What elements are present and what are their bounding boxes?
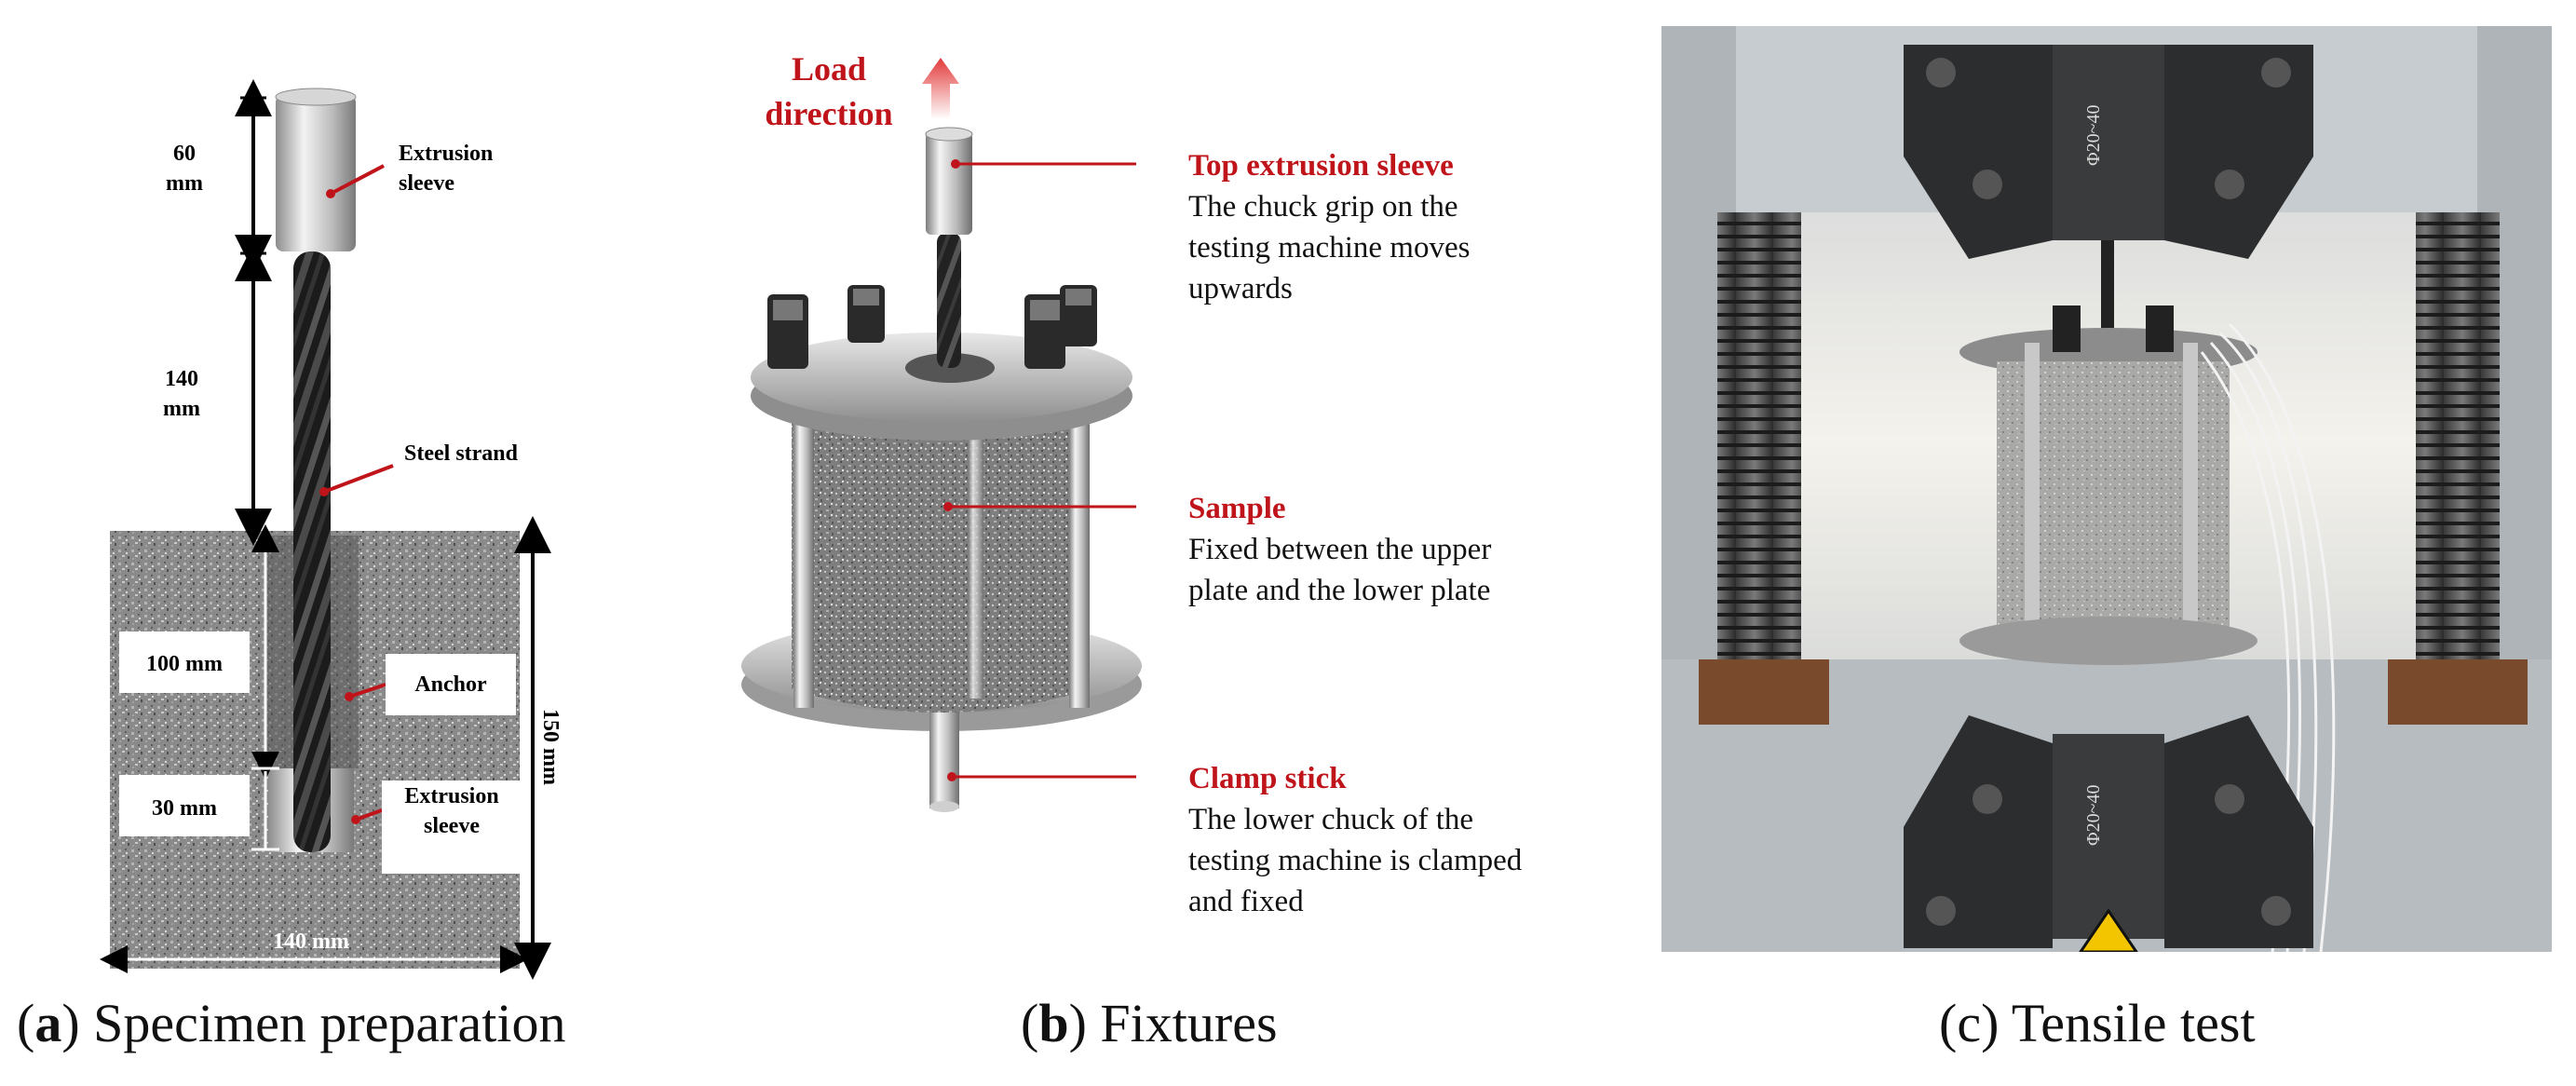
item-line: testing machine is clamped: [1188, 844, 1523, 877]
clamp-stick: [929, 708, 959, 808]
caption-b: (b) Fixtures: [1021, 993, 1278, 1053]
item-line: testing machine moves: [1188, 231, 1470, 265]
tensile-test-photo: Φ20~40 Φ20~40: [1661, 26, 2552, 954]
top-length-unit: mm: [166, 171, 203, 196]
top-sleeve-label-1: Extrusion: [399, 142, 493, 166]
top-extrusion-sleeve: [276, 95, 356, 251]
top-sleeve-label-2: sleeve: [399, 171, 454, 196]
bottom-sleeve-label-2: sleeve: [424, 814, 480, 838]
height-label: 150 mm: [538, 709, 563, 785]
sample-body: [792, 400, 1090, 713]
upper-grip: [1904, 45, 2053, 259]
caption-c: (c) Tensile test: [1939, 993, 2256, 1053]
mid-length-unit: mm: [163, 397, 200, 421]
grip-marking-top: Φ20~40: [2083, 105, 2104, 166]
fixture-strand: [937, 233, 961, 368]
lower-grip: [1904, 715, 2053, 948]
panel-tensile-test: Φ20~40 Φ20~40: [1661, 26, 2552, 954]
load-direction-label-1: Load: [792, 50, 866, 88]
fixture-diagram: Load direction Top extrusion sleeve The …: [741, 50, 1523, 918]
steel-strand-label: Steel strand: [404, 441, 519, 466]
fixture-top-sleeve: [926, 132, 972, 235]
anchor-label: Anchor: [414, 672, 487, 697]
left-lead-screw: [1717, 212, 1801, 697]
item-line: upwards: [1188, 272, 1293, 305]
item-line: Fixed between the upper: [1188, 533, 1491, 566]
item-line: The chuck grip on the: [1188, 190, 1458, 224]
load-direction-arrow: [922, 58, 959, 119]
item-line: The lower chuck of the: [1188, 803, 1473, 836]
width-label: 140 mm: [273, 930, 349, 954]
top-length-value: 60: [173, 142, 196, 166]
item-title-top-sleeve: Top extrusion sleeve: [1188, 149, 1454, 183]
mid-length-value: 140: [165, 367, 198, 391]
item-title-sample: Sample: [1188, 492, 1286, 525]
item-line: and fixed: [1188, 885, 1304, 918]
caption-a: (a) Specimen preparation: [17, 993, 566, 1053]
panel-fixtures: Load direction Top extrusion sleeve The …: [689, 0, 1620, 987]
item-line: plate and the lower plate: [1188, 574, 1490, 607]
load-direction-label-2: direction: [765, 95, 892, 132]
anchor-length-label: 100 mm: [146, 652, 223, 676]
right-lead-screw: [2416, 212, 2500, 697]
sleeve-length-label: 30 mm: [152, 796, 217, 821]
panel-specimen-preparation: 60 mm Extrusion sleeve 140 mm Steel stra…: [0, 0, 596, 987]
grip-marking-bottom: Φ20~40: [2083, 785, 2104, 846]
top-nuts: [767, 285, 1097, 369]
bottom-sleeve-label-1: Extrusion: [404, 784, 498, 808]
item-title-clamp-stick: Clamp stick: [1188, 762, 1347, 795]
specimen-diagram: 60 mm Extrusion sleeve 140 mm Steel stra…: [100, 79, 563, 980]
steel-strand: [293, 251, 331, 852]
